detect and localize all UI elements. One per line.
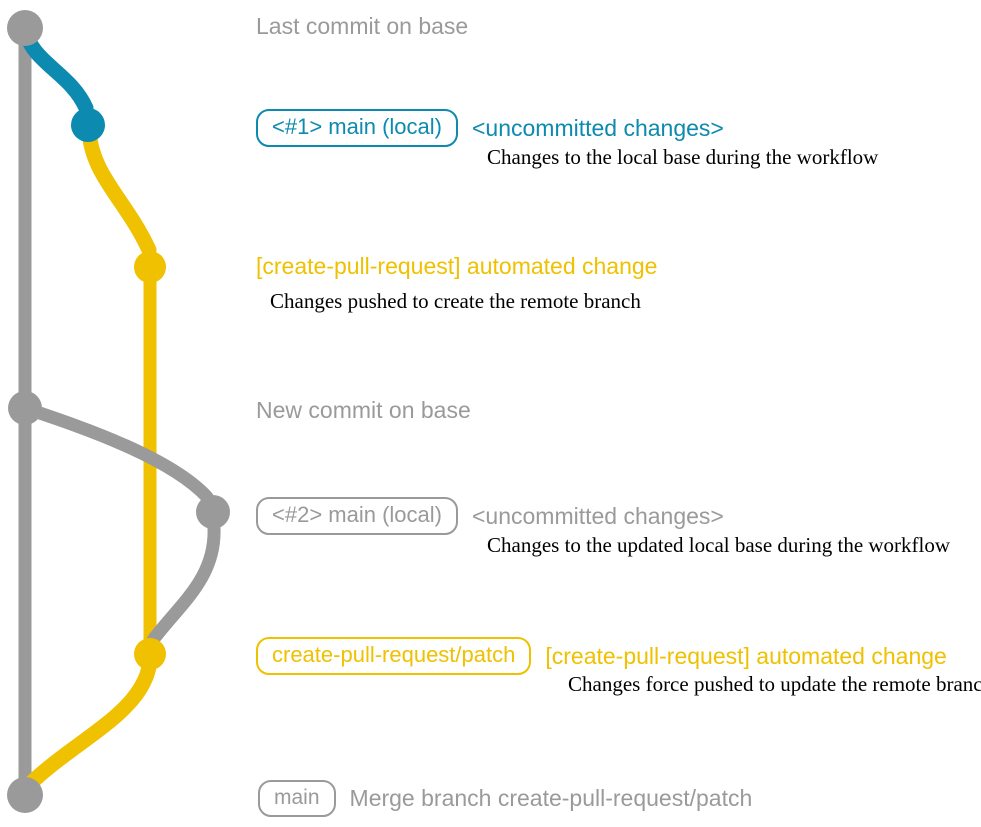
node-base-last-commit <box>7 10 43 46</box>
badge-wrap-merge-commit: main Merge branch create-pull-request/pa… <box>258 780 752 817</box>
commit-subject-automated-change-1: [create-pull-request] automated change <box>256 253 658 279</box>
commit-annotation-local-main-1: Changes to the local base during the wor… <box>487 145 879 169</box>
edge-automated-2-to-merge <box>20 652 158 794</box>
edge-local-main-2-to-automated-2 <box>146 521 221 647</box>
commit-subject-merge-commit: Merge branch create-pull-request/patch <box>349 785 753 811</box>
badge-wrap-local-main-2: <#2> main (local) <uncommitted changes> <box>256 497 724 535</box>
commit-annotation-automated-change-1: Changes pushed to create the remote bran… <box>270 289 641 313</box>
commit-row-automated-change-2: create-pull-request/patch [create-pull-r… <box>256 637 947 675</box>
badge-wrap-local-main-1: <#1> main (local) <uncommitted changes> <box>256 109 724 147</box>
commit-row-new-commit-on-base: New commit on base <box>256 399 471 422</box>
node-local-main-1 <box>71 108 105 142</box>
commit-annotation-local-main-2: Changes to the updated local base during… <box>487 533 951 557</box>
commit-row-automated-change-1: [create-pull-request] automated change <box>256 255 657 278</box>
branch-badge-local-main-2[interactable]: <#2> main (local) <box>256 497 458 535</box>
commit-heading-last-commit-on-base: Last commit on base <box>256 13 469 39</box>
commit-heading-new-commit-on-base: New commit on base <box>256 397 471 423</box>
edge-base-to-local-main-2 <box>18 401 214 504</box>
node-merge-commit <box>7 777 43 813</box>
commit-row-local-main-1: <#1> main (local) <uncommitted changes> <box>256 109 724 147</box>
node-base-new-commit <box>8 391 42 425</box>
commit-subject-automated-change-2: [create-pull-request] automated change <box>545 642 947 669</box>
branch-badge-create-pull-request-patch[interactable]: create-pull-request/patch <box>256 637 532 675</box>
node-automated-change-1 <box>134 251 166 283</box>
commit-row-merge-commit: main Merge branch create-pull-request/pa… <box>258 780 752 817</box>
commit-annotation-automated-change-2: Changes force pushed to update the remot… <box>568 672 981 696</box>
commit-subject-local-main-2: <uncommitted changes> <box>471 502 724 529</box>
branch-badge-local-main-1[interactable]: <#1> main (local) <box>256 109 458 147</box>
commit-subject-local-main-1: <uncommitted changes> <box>471 114 724 141</box>
commit-row-last-commit-on-base: Last commit on base <box>256 15 468 38</box>
node-automated-change-2 <box>134 638 166 670</box>
node-local-main-2 <box>196 495 230 529</box>
commit-row-local-main-2: <#2> main (local) <uncommitted changes> <box>256 497 724 535</box>
badge-wrap-automated-change-2: create-pull-request/patch [create-pull-r… <box>256 637 947 675</box>
branch-badge-main[interactable]: main <box>258 780 336 817</box>
edge-local-main-1-to-automated-1 <box>81 123 157 258</box>
